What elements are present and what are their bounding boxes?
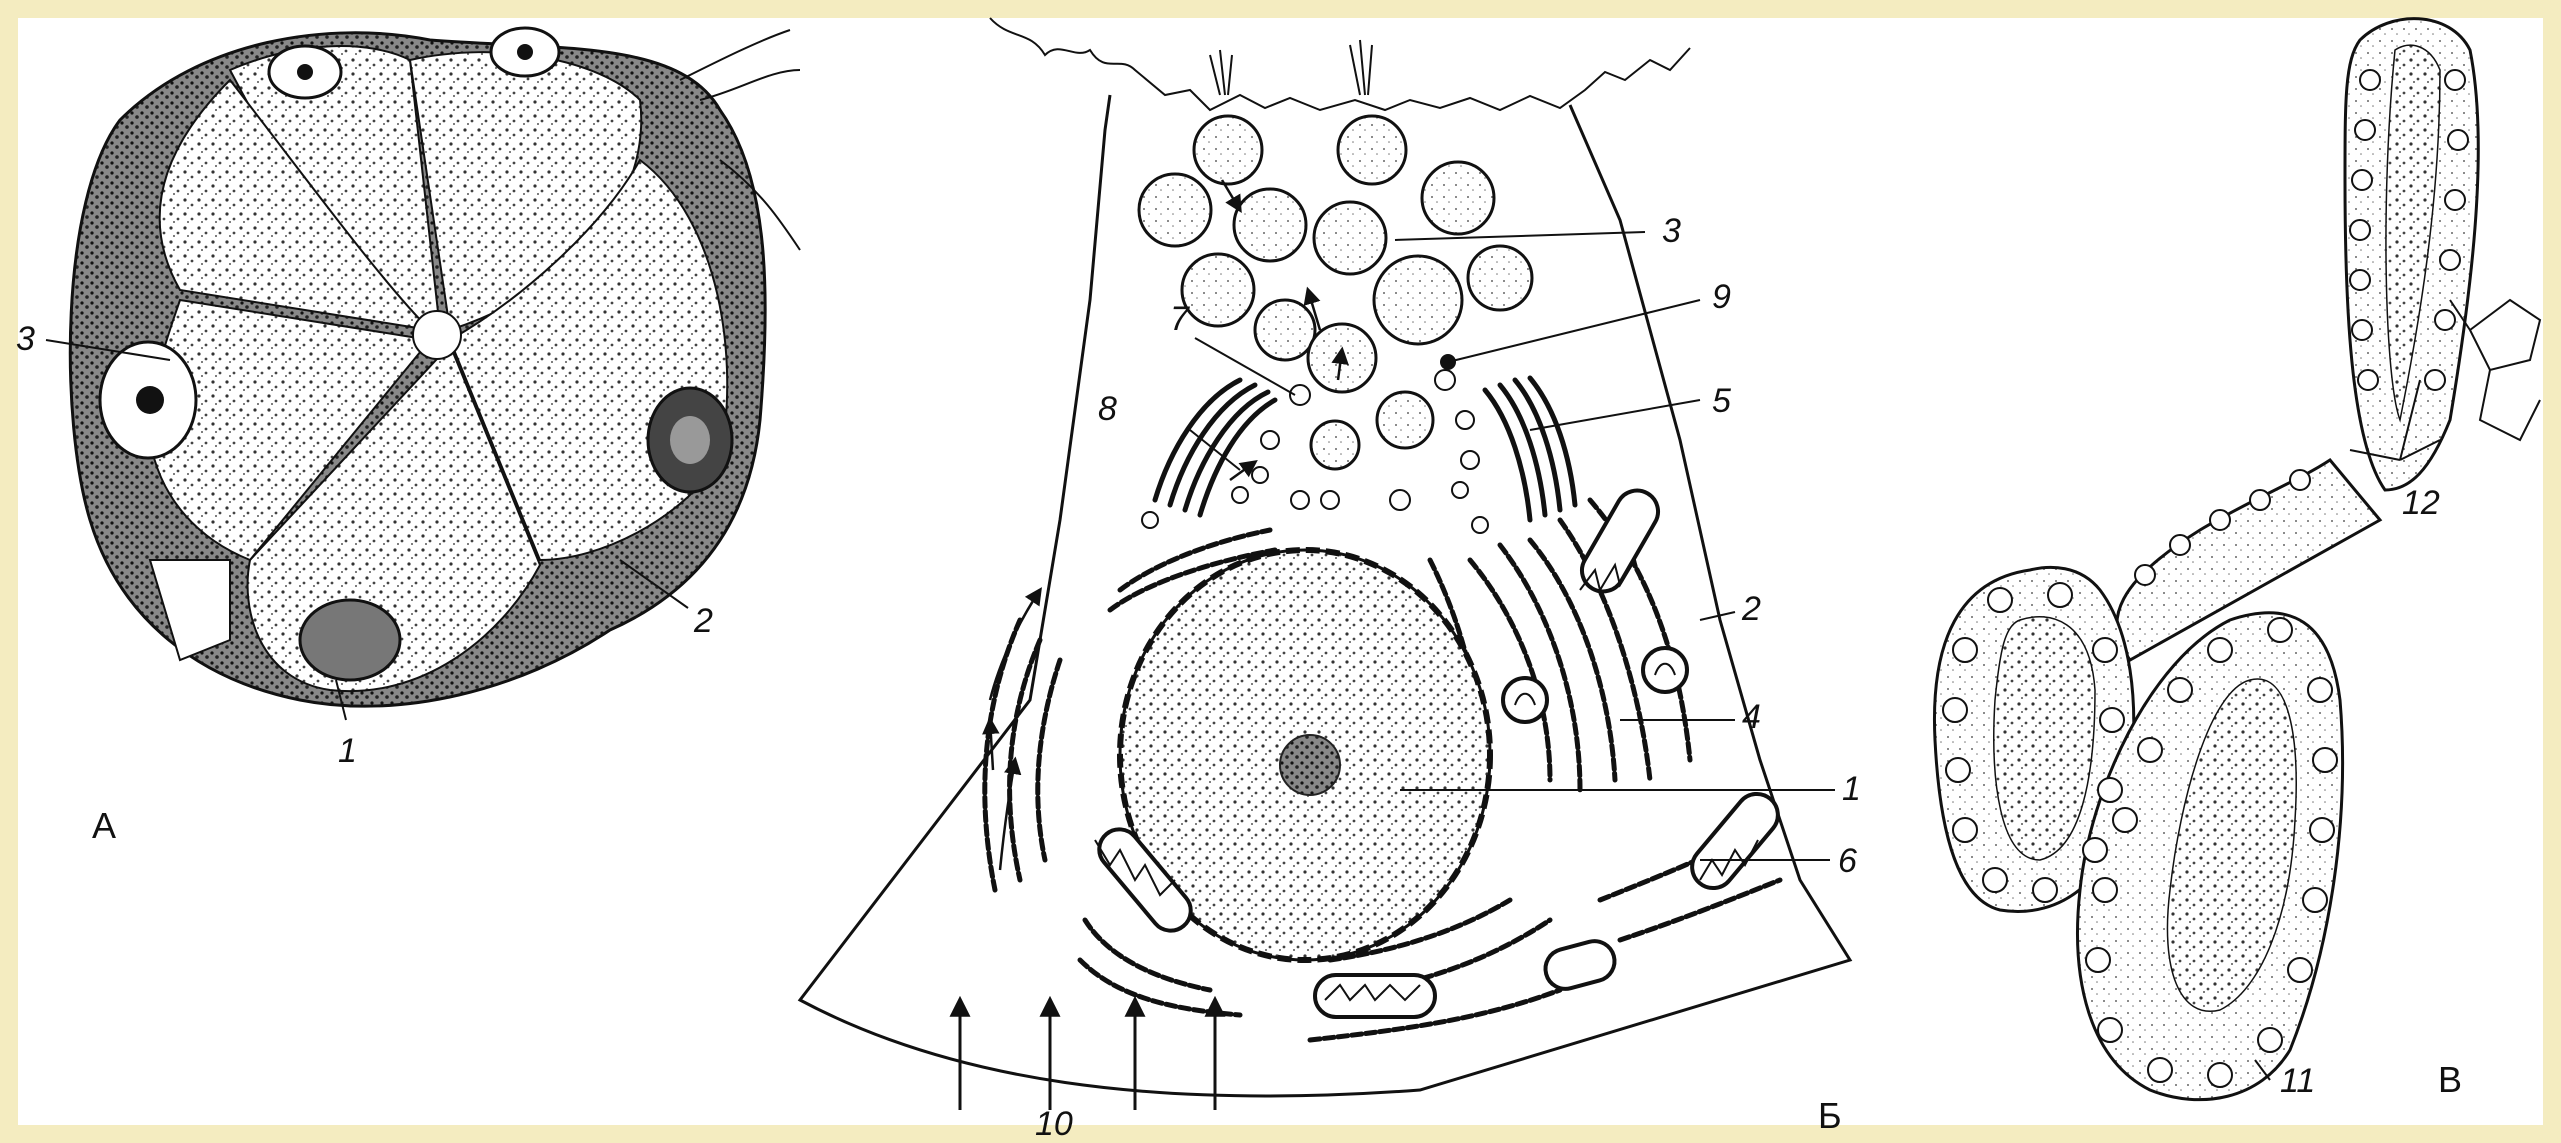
panel-b-cell [800, 18, 1850, 1110]
callout-a-2: 2 [693, 602, 713, 640]
panel-a-acinus [70, 28, 800, 706]
panel-label-c: В [2438, 1059, 2462, 1100]
callout-b-3: 3 [1662, 212, 1681, 250]
callout-b-10: 10 [1035, 1105, 1073, 1143]
callout-c-11: 11 [2280, 1062, 2315, 1100]
callout-b-8: 8 [1098, 390, 1117, 428]
panel-c-gland [1934, 19, 2540, 1100]
callout-b-4: 4 [1742, 698, 1761, 736]
panel-label-b: Б [1818, 1095, 1842, 1136]
callout-b-1: 1 [1842, 770, 1861, 808]
callout-a-3: 3 [16, 320, 35, 358]
panel-label-a: А [92, 805, 116, 846]
callout-a-1: 1 [338, 732, 357, 770]
callout-b-9: 9 [1712, 278, 1731, 316]
callout-b-6: 6 [1838, 842, 1857, 880]
callout-b-2: 2 [1741, 590, 1761, 628]
callout-b-5: 5 [1712, 382, 1731, 420]
callout-c-12: 12 [2402, 484, 2440, 522]
callout-b-7: 7 [1170, 300, 1190, 338]
